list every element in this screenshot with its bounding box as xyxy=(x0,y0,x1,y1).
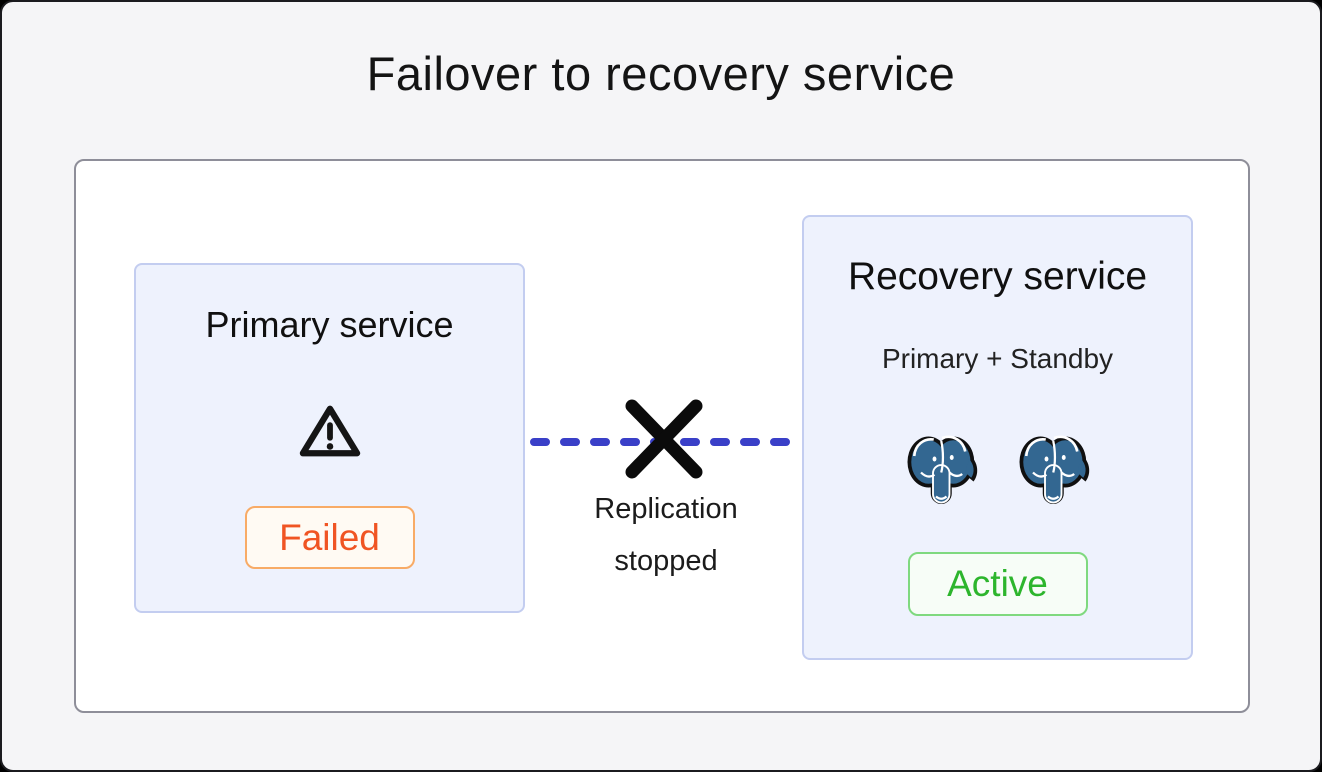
active-status-label: Active xyxy=(947,563,1048,604)
recovery-service-heading: Recovery service xyxy=(847,255,1148,298)
replication-status-label: Replication stopped xyxy=(594,493,738,577)
recovery-service-node: Recovery service Primary + Standby xyxy=(802,215,1193,660)
database-icons-row xyxy=(906,430,1090,506)
failed-status-label: Failed xyxy=(279,516,380,558)
failed-status-badge: Failed xyxy=(244,506,415,569)
active-status-badge: Active xyxy=(907,552,1088,616)
broken-cross-icon xyxy=(621,398,707,480)
primary-service-node: Primary service Failed xyxy=(134,263,525,613)
primary-service-heading: Primary service xyxy=(205,304,454,345)
postgresql-icon xyxy=(906,430,978,506)
diagram-panel: Primary service Failed xyxy=(74,159,1250,713)
recovery-service-subtitle: Primary + Standby xyxy=(881,343,1114,374)
warning-icon xyxy=(297,402,363,460)
diagram-title: Failover to recovery service xyxy=(366,47,956,100)
postgresql-icon xyxy=(1018,430,1090,506)
